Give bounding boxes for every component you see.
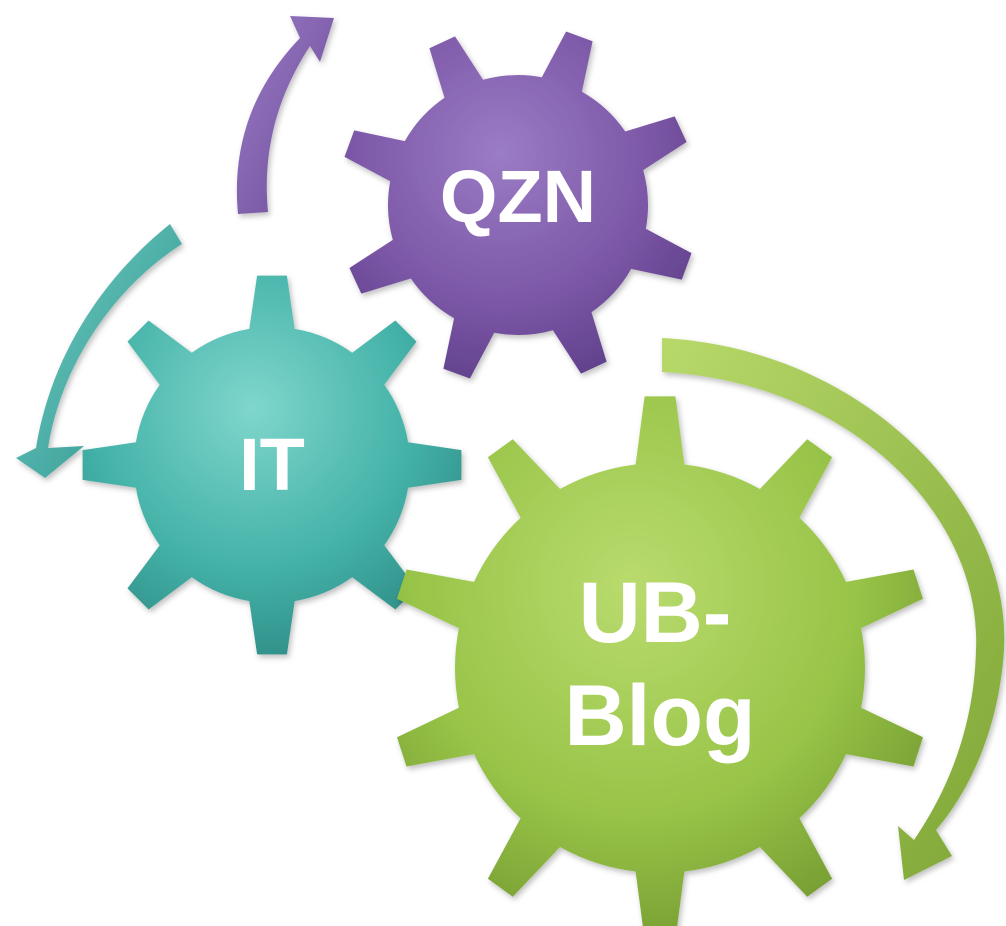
gear-ub-blog bbox=[397, 396, 923, 926]
gear-ub-label-line2: Blog bbox=[564, 668, 755, 764]
gear-qzn-label: QZN bbox=[440, 155, 596, 238]
gear-it-label: IT bbox=[239, 423, 305, 506]
gear-it bbox=[82, 275, 462, 655]
gear-ub-label-line1: UB- bbox=[579, 565, 732, 661]
arrow-green-curved bbox=[662, 338, 1005, 880]
gear-qzn bbox=[344, 31, 692, 379]
arrow-purple-curved bbox=[236, 16, 334, 214]
arrow-teal-curved bbox=[16, 224, 182, 478]
